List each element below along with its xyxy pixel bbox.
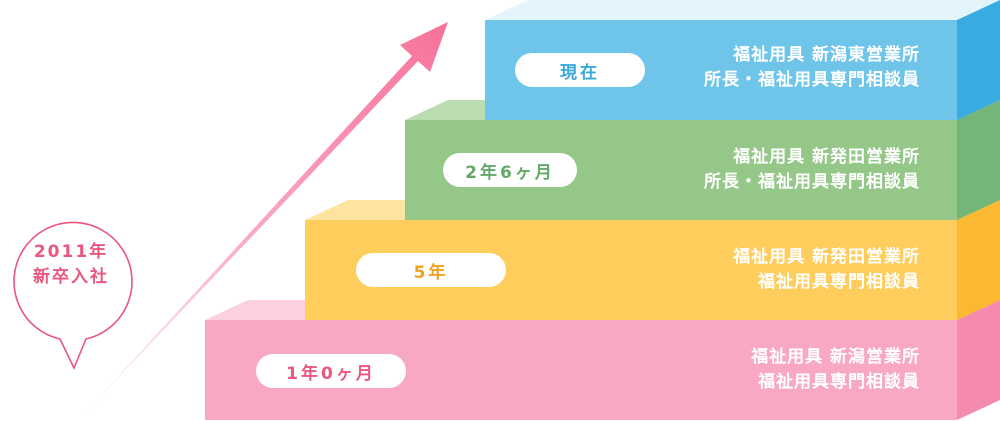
step-3-period-text: 2年6ヶ月 [465,162,555,183]
step-4-period-text: 現在 [560,62,600,83]
step-1-office: 福祉用具 新潟営業所 [751,347,920,367]
step-1-period-text: 1年0ヶ月 [286,363,376,384]
step-4-position: 所長・福祉用具専門相談員 [704,70,920,90]
step-2-office: 福祉用具 新発田営業所 [733,247,920,267]
step-3-position: 所長・福祉用具専門相談員 [704,172,920,192]
start-year: 2011年 [33,242,109,262]
step-3-side [957,100,1000,220]
step-2-period: 5年 [356,253,506,287]
step-3-office: 福祉用具 新発田営業所 [733,147,920,167]
step-4-period: 現在 [515,53,645,87]
speech-bubble-icon [13,221,133,370]
step-1-role: 福祉用具 新潟営業所 福祉用具専門相談員 [751,345,920,395]
start-label: 2011年 新卒入社 [12,240,130,290]
step-2-role: 福祉用具 新発田営業所 福祉用具専門相談員 [733,245,920,295]
step-4-office: 福祉用具 新潟東営業所 [733,45,920,65]
step-2-period-text: 5年 [413,262,449,283]
step-4-top [485,0,1000,20]
step-1-period: 1年0ヶ月 [256,354,406,388]
growth-arrow-icon [80,22,448,418]
step-1-position: 福祉用具専門相談員 [758,372,920,392]
step-1-side [957,300,1000,420]
step-4-role: 福祉用具 新潟東営業所 所長・福祉用具専門相談員 [704,43,920,93]
step-2-position: 福祉用具専門相談員 [758,272,920,292]
start-type: 新卒入社 [33,267,109,287]
step-3-role: 福祉用具 新発田営業所 所長・福祉用具専門相談員 [704,145,920,195]
step-3-period: 2年6ヶ月 [443,153,577,187]
step-4-side [957,0,1000,120]
step-2-side [957,200,1000,320]
